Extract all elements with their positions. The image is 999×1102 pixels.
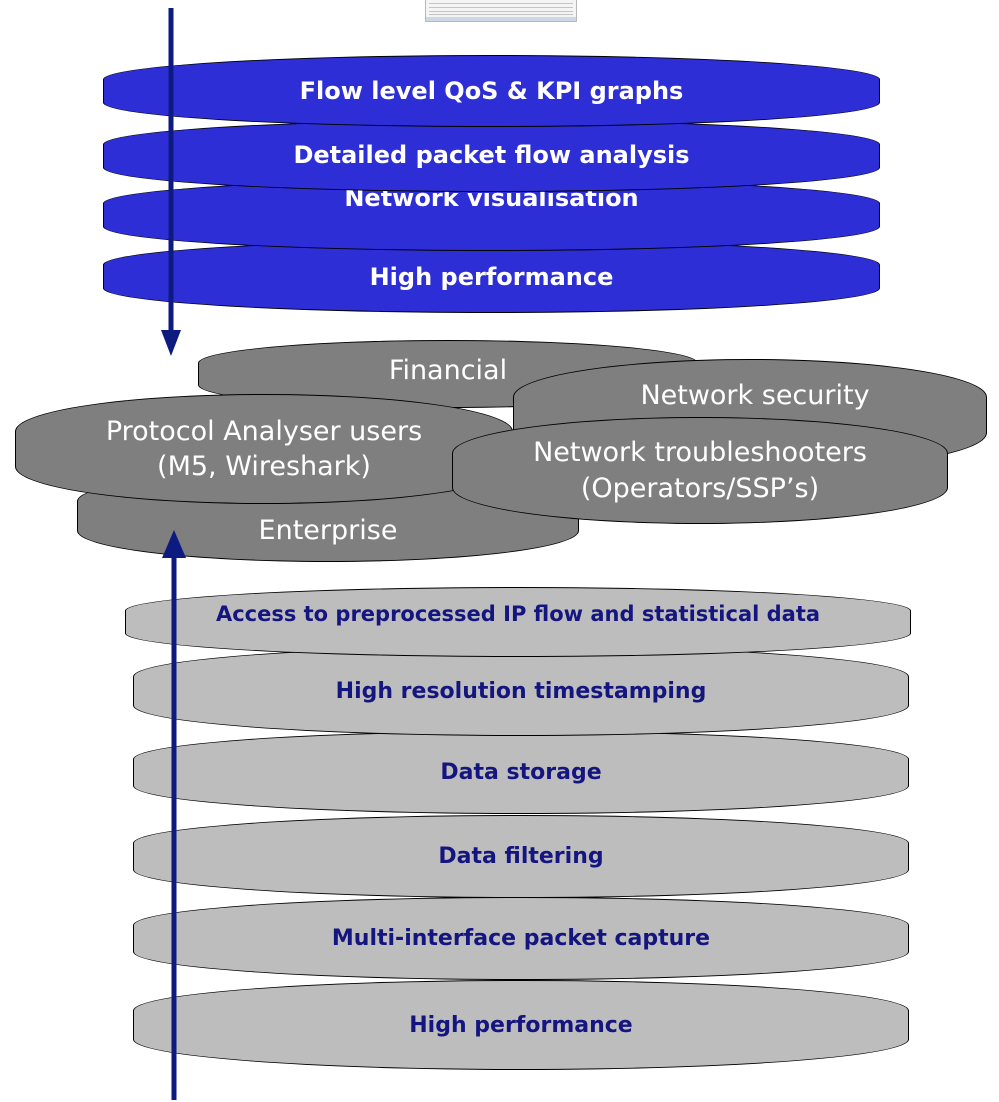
- upper-layer-1: Flow level QoS & KPI graphs: [103, 55, 880, 127]
- user-disc-protocol-analyser: Protocol Analyser users (M5, Wireshark): [15, 394, 513, 504]
- troubleshooters-line-1: Network troubleshooters: [533, 437, 867, 469]
- lower-layer-capture-main: Multi-interface packet capture: [133, 897, 909, 980]
- user-financial-label: Financial: [388, 355, 508, 386]
- lower-layer-2-label: High resolution timestamping: [335, 678, 707, 704]
- upper-layer-2-label: Detailed packet flow analysis: [293, 141, 690, 169]
- troubleshooters-line-2: (Operators/SSP’s): [580, 472, 820, 504]
- lower-layer-capture-label: Multi-interface packet capture: [331, 926, 711, 951]
- protocol-analyser-line-1: Protocol Analyser users: [105, 415, 423, 447]
- up-arrow: [162, 530, 186, 1100]
- upper-layer-1-label: Flow level QoS & KPI graphs: [299, 77, 684, 105]
- protocol-analyser-line-2: (M5, Wireshark): [157, 451, 371, 482]
- lower-layer-filtering-label: Data filtering: [438, 844, 604, 869]
- user-network-security-label: Network security: [640, 380, 870, 411]
- lower-layer-2: High resolution timestamping: [133, 646, 909, 736]
- lower-layer-filtering-main: Data filtering: [133, 815, 909, 898]
- user-disc-network-troubleshooters: Network troubleshooters (Operators/SSP’s…: [452, 417, 948, 524]
- lower-layer-2-storage: Data storage: [133, 731, 909, 814]
- upper-layer-4: High performance: [103, 240, 880, 313]
- down-arrow: [161, 8, 181, 356]
- lower-layer-1: Access to preprocessed IP flow and stati…: [125, 587, 911, 657]
- upper-layer-4-label: High performance: [369, 262, 614, 291]
- lower-layer-1-label: Access to preprocessed IP flow and stati…: [215, 602, 821, 626]
- screenshot-thumbnail: [425, 0, 577, 22]
- user-enterprise-label: Enterprise: [258, 514, 398, 546]
- lower-layer-performance-label: High performance: [409, 1012, 633, 1038]
- lower-layer-3-label: Data storage: [440, 760, 602, 785]
- lower-layer-performance-main: High performance: [133, 980, 909, 1070]
- upper-layer-2: Detailed packet flow analysis: [103, 120, 880, 192]
